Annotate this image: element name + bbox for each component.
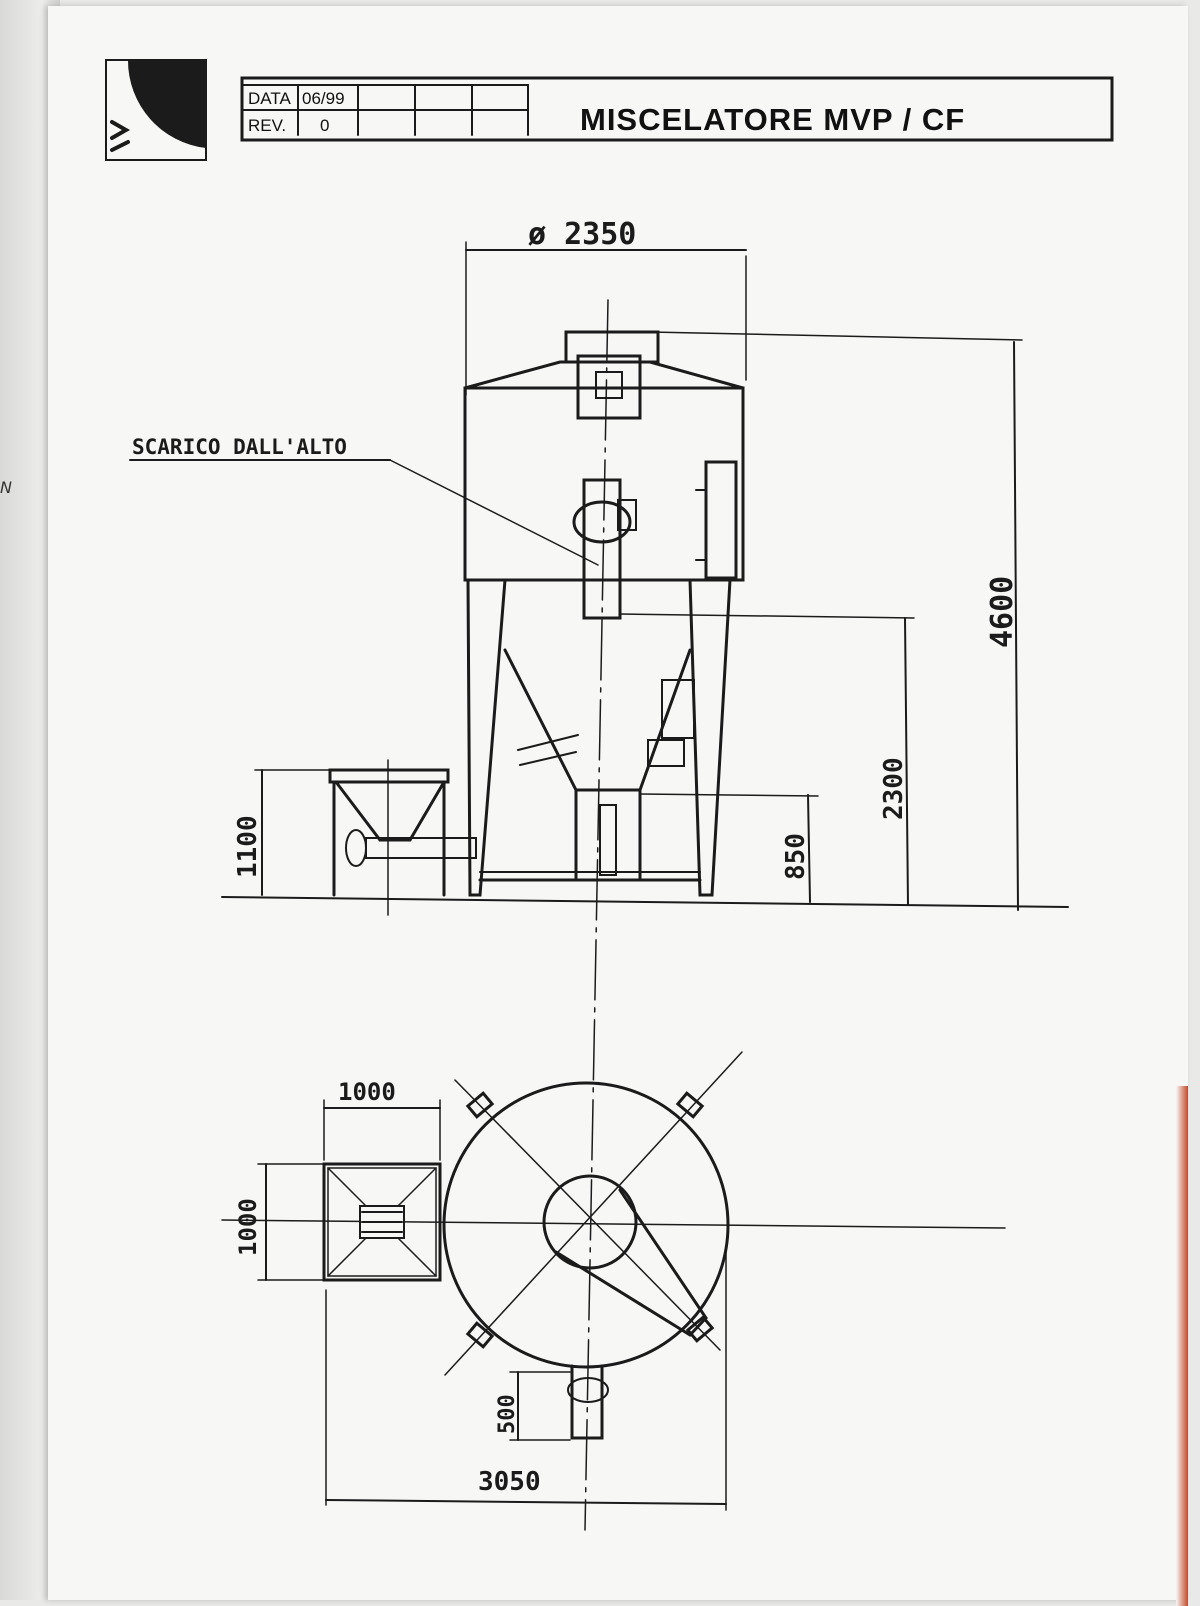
mixer-elevation	[463, 330, 745, 897]
dimension-2300: 2300	[879, 757, 909, 820]
dimension-1000-width: 1000	[338, 1078, 396, 1106]
loading-hopper-elevation	[328, 768, 477, 897]
rev-value: 0	[320, 116, 329, 135]
dimension-lines-plan	[257, 1099, 727, 1511]
ground-line	[221, 896, 1069, 908]
date-value: 06/99	[302, 89, 345, 108]
rev-label: REV.	[248, 116, 286, 135]
date-label: DATA	[248, 89, 291, 108]
drawing-title: MISCELATORE MVP / CF	[580, 102, 965, 137]
sheet-edge-shadow	[1176, 1086, 1188, 1606]
diameter-dimension: ø 2350	[528, 217, 636, 252]
loading-hopper-plan	[322, 1162, 442, 1282]
dimension-lines-elevation	[129, 241, 1023, 916]
discharge-callout: SCARICO DALL'ALTO	[132, 435, 347, 459]
dimension-850: 850	[781, 833, 811, 880]
drawing-sheet	[48, 6, 1188, 1606]
dimension-4600: 4600	[985, 576, 1020, 648]
company-logo	[105, 59, 207, 161]
dimension-1000-depth: 1000	[234, 1198, 262, 1256]
underlying-page-text: N	[0, 478, 12, 497]
dimension-500: 500	[495, 1394, 520, 1434]
title-block	[240, 76, 1114, 142]
dimension-3050: 3050	[478, 1467, 541, 1497]
center-axis	[584, 299, 609, 1531]
mixer-plan	[221, 1051, 1006, 1440]
dimension-1100: 1100	[233, 815, 263, 878]
